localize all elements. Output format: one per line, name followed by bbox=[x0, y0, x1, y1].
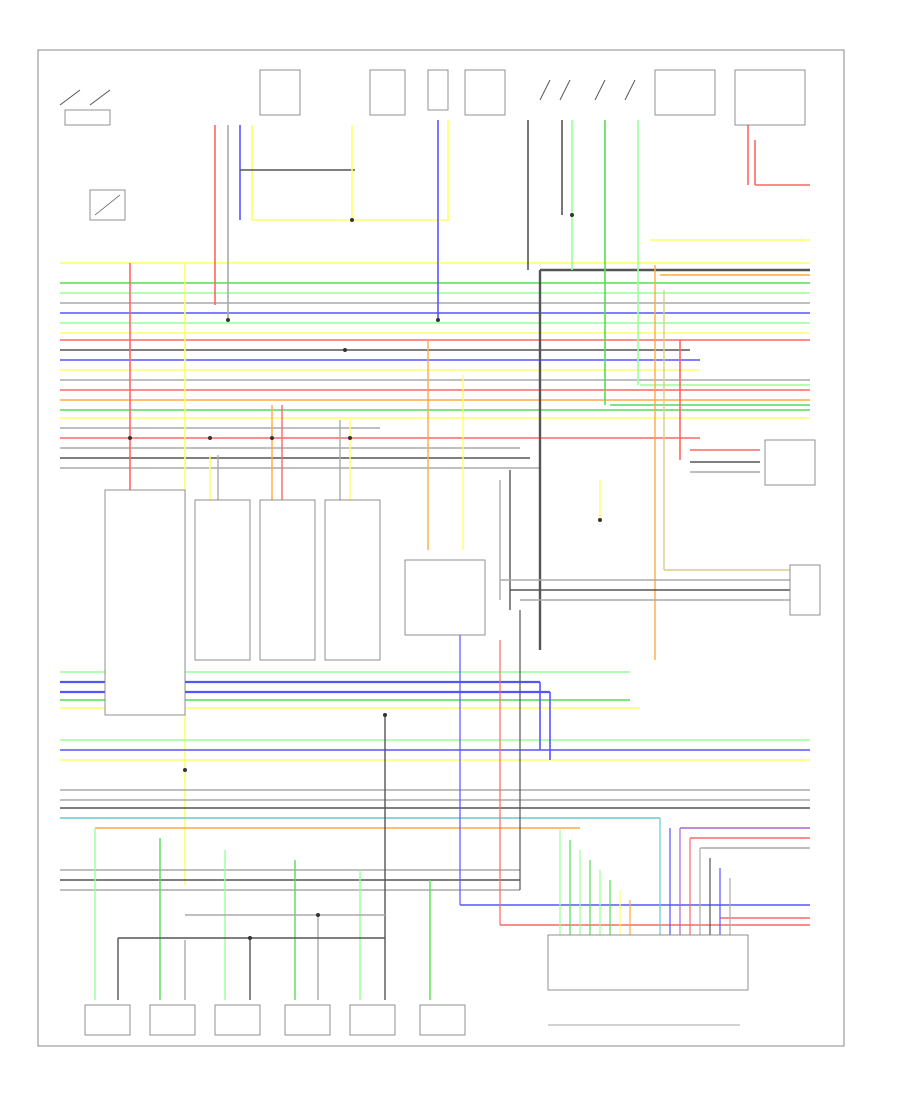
injector-leads bbox=[94, 715, 431, 1000]
sensor-component bbox=[464, 69, 506, 116]
oxygen-sensor-component bbox=[194, 499, 251, 661]
engine-control-module-component bbox=[547, 934, 749, 991]
sensor-component bbox=[369, 69, 406, 116]
splice-points bbox=[128, 213, 602, 940]
ignition-coil-component bbox=[764, 439, 816, 486]
ecm-fanout bbox=[459, 610, 731, 985]
horizontal-wire-bus bbox=[60, 262, 810, 469]
right-wire-bus bbox=[538, 140, 810, 650]
knock-sensor-component bbox=[404, 559, 486, 636]
engine-sensor-component bbox=[734, 69, 806, 126]
connector-component bbox=[789, 564, 821, 616]
control-unit-component bbox=[104, 489, 186, 716]
transmission-sensor-component bbox=[654, 69, 716, 116]
components bbox=[59, 69, 821, 1036]
diagram-frame bbox=[37, 49, 845, 1047]
relay-component bbox=[89, 189, 126, 221]
ignition-switch-component bbox=[59, 89, 111, 126]
oxygen-sensor-component bbox=[259, 499, 316, 661]
sensor-component bbox=[259, 69, 301, 116]
switch-group-component bbox=[539, 79, 636, 101]
fuel-injector-row bbox=[84, 1004, 466, 1036]
oxygen-sensor-component bbox=[324, 499, 381, 661]
sensor-component bbox=[427, 69, 449, 111]
